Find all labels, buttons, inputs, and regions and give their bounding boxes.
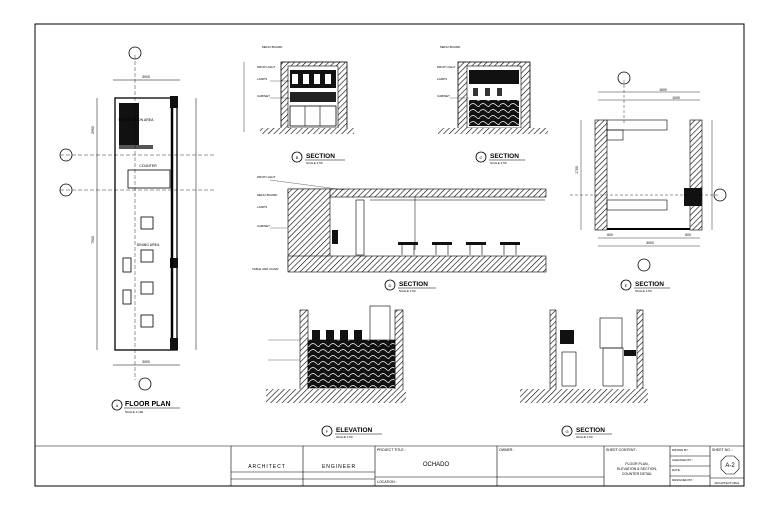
dimension-label: 1000	[672, 96, 680, 100]
title-block	[35, 445, 744, 486]
drawing-mark: C	[480, 155, 483, 160]
annotation: MENU BOARD	[262, 45, 283, 49]
annotation: CABINET	[257, 94, 270, 98]
owner-label: OWNER :	[499, 448, 514, 452]
sheet-content-line: FLOOR PLAN,	[625, 462, 648, 466]
annotation: LAMPS	[257, 205, 267, 209]
drawing-mark: A	[116, 403, 119, 408]
section-d: DROP LIGHT MENU BOARD LAMPS CABINET TABL…	[252, 175, 547, 293]
sheet-number: A-2	[725, 463, 735, 469]
dimension-label: 1600	[659, 88, 667, 92]
elevation-f: F ELEVATION SCALE 1:50	[266, 305, 406, 439]
drawing-title: SECTION	[306, 153, 335, 160]
annotation: DROP LIGHT	[437, 65, 455, 69]
drawing-scale: SCALE 1:50	[336, 435, 353, 439]
section-e: 1600 1000 1700 600 3000 600 E SECTION SC…	[570, 71, 727, 293]
drawing-mark: G	[565, 429, 568, 434]
project-title: OCHADO	[423, 462, 450, 468]
annotation: DROP LIGHT	[257, 175, 275, 179]
date-label: DATE :	[672, 468, 682, 472]
drawing-mark: D	[389, 283, 392, 288]
drawing-scale: SCALE 1:50	[635, 289, 652, 293]
sheet-content-line: COUNTER DETAIL	[622, 472, 652, 476]
drawing-title: SECTION	[635, 281, 664, 288]
annotation: MENU BOARD	[257, 193, 278, 197]
dimension-label: 7900	[91, 236, 95, 244]
title-block-text: ARCHITECT ENGINEER PROJECT TITLE : OCHAD…	[248, 448, 740, 485]
section-b: MENU BOARD DROP LIGHT LAMPS CABINET B SE…	[243, 45, 354, 165]
drawing-scale: SCALE 1:50	[576, 435, 593, 439]
drawn-by-label: DRAWN BY :	[672, 448, 690, 452]
section-c: MENU BOARD DROP LIGHT LAMPS CABINET C SE…	[437, 45, 548, 165]
drawing-title: SECTION	[490, 153, 519, 160]
drawing-title: SECTION	[576, 427, 605, 434]
drawing-title: FLOOR PLAN	[125, 401, 171, 408]
location-label: LOCATION :	[377, 480, 397, 484]
sheet-type: ARCHITECTURAL	[714, 481, 740, 485]
sheet-content-label: SHEET CONTENT :	[606, 448, 637, 452]
annotation: CABINET	[437, 94, 450, 98]
floor-plan: PREPARATION AREA COUNTER DINING AREA 300…	[59, 46, 215, 414]
annotation: MENU BOARD	[440, 45, 461, 49]
drawing-scale: SCALE 1:50	[306, 161, 323, 165]
drawing-scale: SCALE 1:100	[125, 410, 144, 414]
sheet-number-label: SHEET NO. :	[712, 448, 733, 452]
dimension-label: 600	[685, 233, 691, 237]
engineer-label: ENGINEER	[322, 464, 356, 470]
section-g: G SECTION SCALE 1:50	[520, 309, 648, 439]
dimension-label: 3000	[646, 241, 654, 245]
annotation: CABINET	[257, 224, 270, 228]
drawing-scale: SCALE 1:50	[399, 289, 416, 293]
annotation: LAMPS	[437, 77, 447, 81]
architect-label: ARCHITECT	[248, 464, 286, 470]
room-label: COUNTER	[139, 164, 157, 168]
dimension-label: 3000	[142, 360, 150, 364]
designed-by-label: DESIGNED BY :	[672, 478, 694, 482]
drawing-title: ELEVATION	[336, 427, 373, 434]
checked-by-label: CHECKED BY :	[672, 458, 693, 462]
project-title-label: PROJECT TITLE :	[377, 448, 406, 452]
drawing-title: SECTION	[399, 281, 428, 288]
dimension-label: 600	[607, 233, 613, 237]
dimension-label: 3000	[142, 75, 150, 79]
room-label: DINING AREA	[137, 243, 160, 247]
dimension-label: 1700	[575, 166, 579, 174]
sheet-content-line: ELEVATION & SECTION,	[617, 467, 657, 471]
drawing-mark: E	[625, 283, 628, 288]
annotation: LAMPS	[257, 77, 267, 81]
room-label: PREPARATION AREA	[119, 118, 155, 122]
drawing-mark: B	[296, 155, 299, 160]
drawing-mark: F	[326, 429, 329, 434]
annotation: TABLE AND CHAIR	[252, 267, 279, 271]
drawing-scale: SCALE 1:50	[490, 161, 507, 165]
dimension-label: 2950	[91, 126, 95, 134]
annotation: DROP LIGHT	[257, 65, 275, 69]
